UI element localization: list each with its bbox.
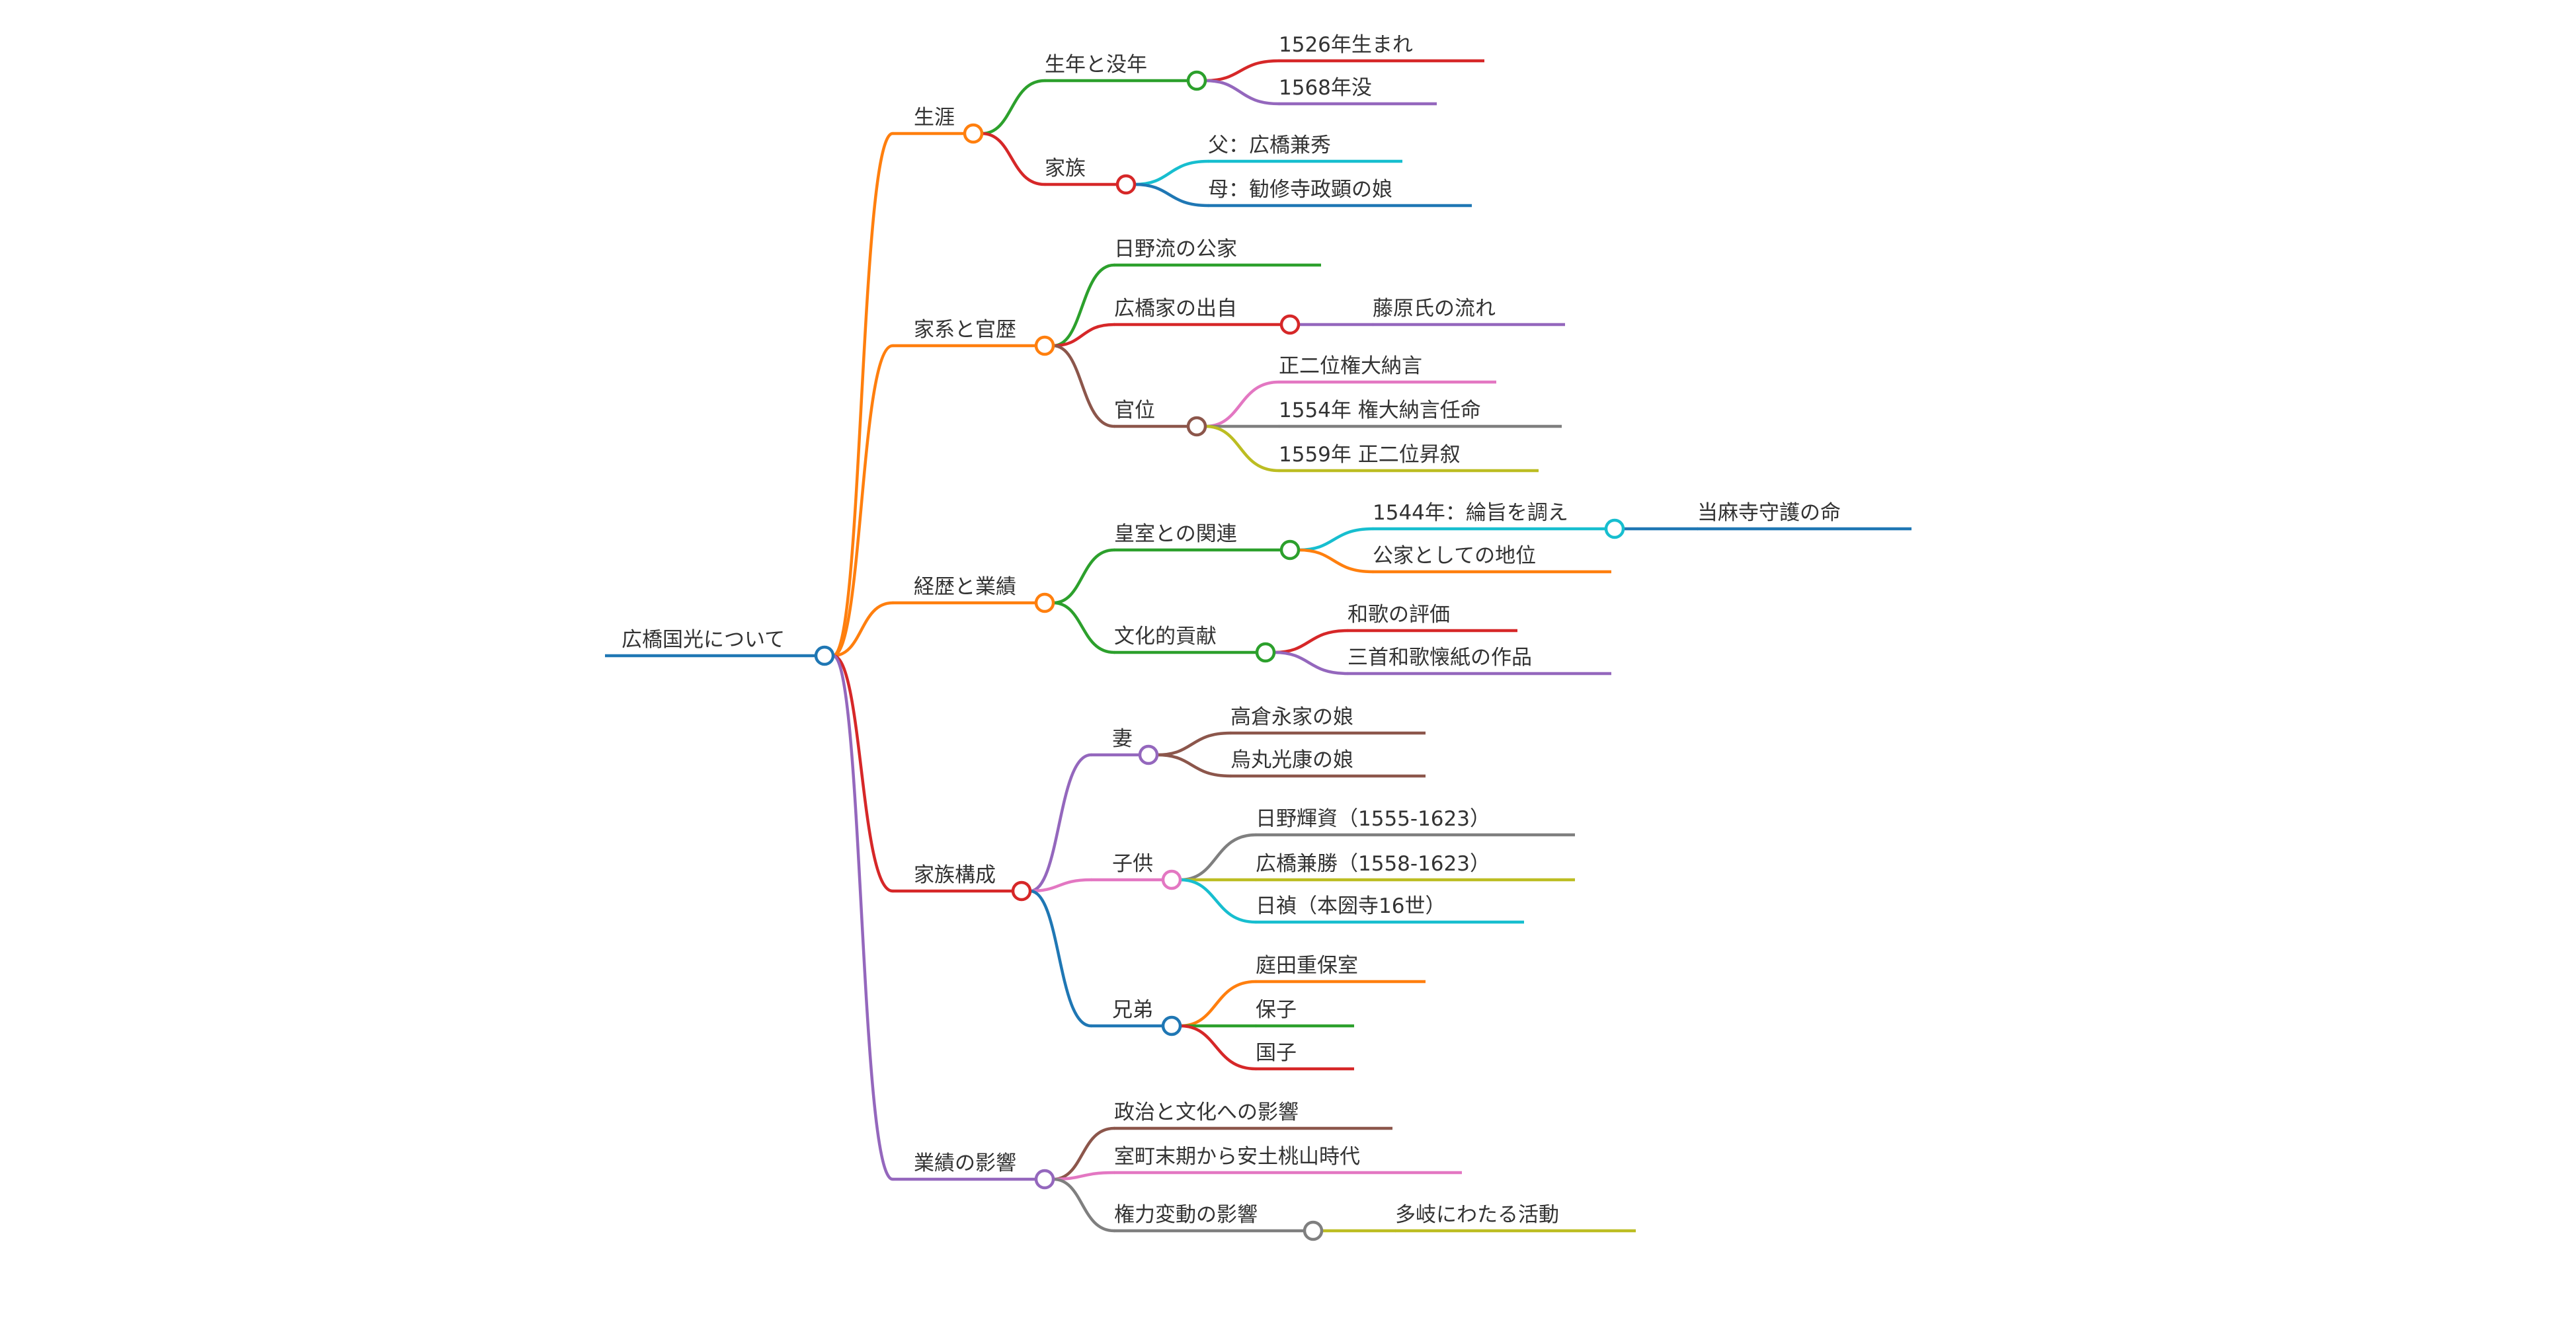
node-label-yasuko[interactable]: 保子 [1256,998,1297,1022]
node-label-hino-terusuke[interactable]: 日野輝資（1555-1623） [1256,807,1490,831]
edge-kazoku-kosei-to-tsuma [1028,753,1093,893]
node-label-nittei[interactable]: 日禎（本圀寺16世） [1256,894,1445,918]
node-label-seinen-botsunen[interactable]: 生年と没年 [1045,53,1147,77]
edge-keireki-gyoseki-to-bunka-koken [1051,601,1116,654]
node-label-karasumaru[interactable]: 烏丸光康の娘 [1230,748,1353,772]
edge-kakei-kanreki-to-hino-kuge [1051,263,1116,348]
node-label-kan-i[interactable]: 官位 [1114,399,1155,422]
edge-kazoku-kosei-to-kodomo [1028,878,1093,893]
node-label-y1559[interactable]: 1559年 正二位昇叙 [1279,443,1461,467]
collapse-toggle-kyodai[interactable] [1161,1015,1182,1036]
node-label-gyoseki-eikyo[interactable]: 業績の影響 [914,1151,1016,1175]
collapse-toggle-kan-i[interactable] [1186,416,1207,437]
collapse-toggle-kodomo[interactable] [1161,869,1182,890]
collapse-toggle-kenryoku[interactable] [1303,1220,1324,1241]
node-label-mother[interactable]: 母：勧修寺政顕の娘 [1208,178,1392,202]
edge-kakei-kanreki-to-kan-i [1051,344,1116,428]
node-label-shogai[interactable]: 生涯 [914,106,955,130]
edge-gyoseki-eikyo-to-muromachi [1051,1171,1116,1181]
edge-kakei-kanreki-to-hirohashi-origin [1051,323,1116,348]
node-label-hirohashi-origin[interactable]: 広橋家の出自 [1114,297,1237,321]
edge-tsuma-to-karasumaru [1155,753,1232,778]
node-label-kodomo[interactable]: 子供 [1112,852,1153,876]
node-label-kuge-status[interactable]: 公家としての地位 [1373,544,1536,568]
node-label-hirohashi-kanekatsu[interactable]: 広橋兼勝（1558-1623） [1256,852,1490,876]
edge-shogai-to-kazoku [980,132,1047,186]
node-label-tsuma[interactable]: 妻 [1112,727,1133,751]
collapse-toggle-koshitsu[interactable] [1279,539,1301,561]
edge-kan-i-to-y1559 [1203,424,1281,473]
edge-shogai-to-seinen-botsunen [980,79,1047,136]
collapse-toggle-kazoku-kosei[interactable] [1011,880,1032,902]
edge-kan-i-to-shonii-gondainagon [1203,380,1281,428]
node-label-muromachi[interactable]: 室町末期から安土桃山時代 [1114,1145,1360,1169]
collapse-toggle-seinen-botsunen[interactable] [1186,70,1207,91]
node-label-seiji-bunka[interactable]: 政治と文化への影響 [1114,1101,1299,1124]
edge-kazoku-to-mother [1133,182,1210,208]
collapse-toggle-bunka-koken[interactable] [1255,642,1276,663]
collapse-toggle-hirohashi-origin[interactable] [1279,314,1301,335]
node-label-keireki-gyoseki[interactable]: 経歴と業績 [914,575,1016,599]
node-label-niwata[interactable]: 庭田重保室 [1256,954,1358,978]
edge-bunka-koken-to-sanshu-waka [1272,650,1349,676]
node-label-kyodai[interactable]: 兄弟 [1112,998,1153,1022]
collapse-toggle-root[interactable] [814,645,835,666]
node-label-hino-kuge[interactable]: 日野流の公家 [1114,237,1237,261]
node-label-kuniko[interactable]: 国子 [1256,1041,1297,1065]
edge-seinen-botsunen-to-born-1526 [1203,59,1281,83]
node-label-sanshu-waka[interactable]: 三首和歌懐紙の作品 [1348,646,1532,670]
node-label-taimadera[interactable]: 当麻寺守護の命 [1697,501,1841,525]
node-label-died-1568[interactable]: 1568年没 [1279,76,1372,100]
collapse-toggle-kazoku[interactable] [1115,174,1137,195]
edge-root-to-kazoku-kosei [831,654,895,893]
collapse-toggle-tsuma[interactable] [1138,744,1159,765]
node-label-takakura[interactable]: 高倉永家の娘 [1230,705,1353,729]
edge-kyodai-to-kuniko [1178,1024,1258,1071]
edge-root-to-kakei-kanreki [831,344,895,658]
edge-kodomo-to-hino-terusuke [1178,833,1258,882]
edge-koshitsu-to-y1544 [1297,527,1375,552]
edge-tsuma-to-takakura [1155,731,1232,757]
node-label-y1554[interactable]: 1554年 権大納言任命 [1279,399,1481,422]
node-label-takinai[interactable]: 多岐にわたる活動 [1395,1203,1559,1227]
collapse-toggle-keireki-gyoseki[interactable] [1034,592,1055,613]
edge-koshitsu-to-kuge-status [1297,548,1375,574]
node-label-kazoku[interactable]: 家族 [1045,157,1086,180]
edge-gyoseki-eikyo-to-kenryoku [1051,1177,1116,1233]
node-label-y1544[interactable]: 1544年：綸旨を調え [1373,501,1568,525]
mindmap-edges [605,59,1912,1233]
collapse-toggle-shogai[interactable] [963,123,984,144]
node-label-fujiwara[interactable]: 藤原氏の流れ [1373,297,1496,321]
node-label-waka-hyoka[interactable]: 和歌の評価 [1348,603,1450,627]
node-label-father[interactable]: 父：広橋兼秀 [1208,134,1331,157]
node-label-kazoku-kosei[interactable]: 家族構成 [914,863,996,887]
edge-kyodai-to-niwata [1178,980,1258,1028]
edge-bunka-koken-to-waka-hyoka [1272,629,1349,654]
node-label-shonii-gondainagon[interactable]: 正二位権大納言 [1279,354,1422,378]
node-label-born-1526[interactable]: 1526年生まれ [1279,33,1413,57]
edge-gyoseki-eikyo-to-seiji-bunka [1051,1126,1116,1181]
edge-root-to-keireki-gyoseki [831,601,895,658]
collapse-toggle-gyoseki-eikyo[interactable] [1034,1169,1055,1190]
edge-keireki-gyoseki-to-koshitsu [1051,548,1116,605]
edge-root-to-shogai [831,132,895,658]
collapse-toggle-kakei-kanreki[interactable] [1034,335,1055,356]
edge-root-to-gyoseki-eikyo [831,654,895,1181]
node-label-kenryoku[interactable]: 権力変動の影響 [1114,1203,1258,1227]
node-label-bunka-koken[interactable]: 文化的貢献 [1114,625,1217,648]
edge-kodomo-to-nittei [1178,878,1258,924]
edge-kazoku-to-father [1133,159,1210,186]
node-label-koshitsu[interactable]: 皇室との関連 [1114,522,1237,546]
edge-seinen-botsunen-to-died-1568 [1203,79,1281,106]
node-label-kakei-kanreki[interactable]: 家系と官歴 [914,318,1016,342]
node-label-root[interactable]: 広橋国光について [622,628,785,652]
edge-kazoku-kosei-to-kyodai [1028,889,1093,1028]
collapse-toggle-y1544[interactable] [1604,518,1625,539]
